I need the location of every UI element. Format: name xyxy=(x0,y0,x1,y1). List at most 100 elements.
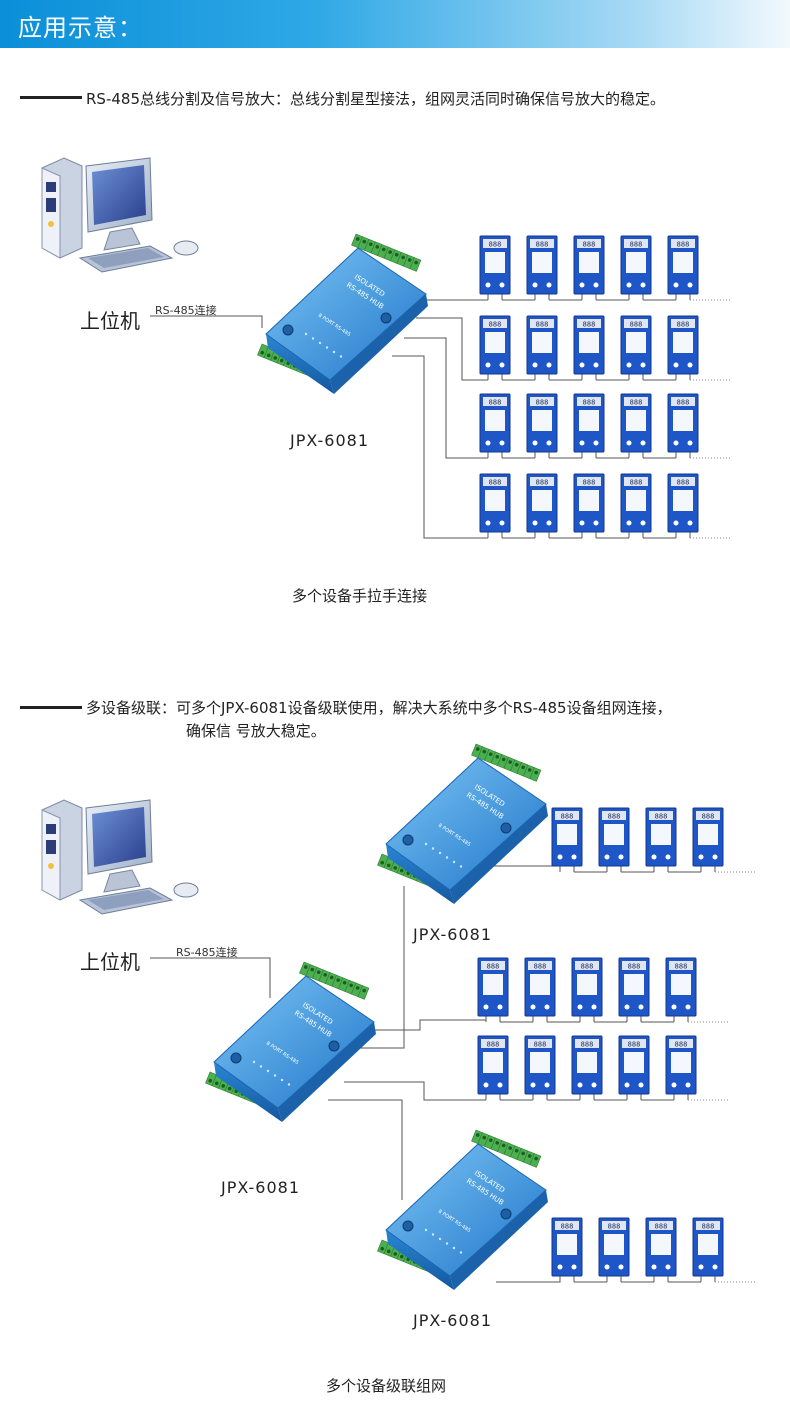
sensor-terminal xyxy=(499,520,505,526)
section2-mid-row2-sensor-2: 888 xyxy=(524,1035,556,1095)
sensor-window xyxy=(485,490,505,511)
sensor-display xyxy=(649,811,673,820)
sensor-terminal xyxy=(638,1004,644,1010)
sensor-display-value: 888 xyxy=(581,1041,594,1049)
status-led xyxy=(304,332,308,336)
section1-row3-sensor-1: 888 xyxy=(479,393,511,453)
sensor-terminal xyxy=(499,440,505,446)
sensor-display-value: 888 xyxy=(702,813,715,821)
sensor-display-value: 888 xyxy=(628,1041,641,1049)
sensor-terminal xyxy=(638,1082,644,1088)
sensor-window xyxy=(626,252,646,273)
sensor-window xyxy=(579,410,599,431)
bus-wire xyxy=(328,1099,403,1200)
sensor-terminal xyxy=(532,520,538,526)
sensor-terminal xyxy=(671,1004,677,1010)
sensor-display xyxy=(528,1039,552,1048)
sensor-display xyxy=(624,477,648,486)
sensor-display-value: 888 xyxy=(534,963,547,971)
section1-row3-sensor-5: 888 xyxy=(667,393,699,453)
bus-wire xyxy=(344,1081,486,1101)
status-led xyxy=(445,1242,449,1245)
sensor-display xyxy=(528,961,552,970)
sensor-window xyxy=(532,252,552,273)
status-led xyxy=(252,1060,256,1064)
sensor-terminal xyxy=(497,1082,503,1088)
bus-wire xyxy=(492,865,561,868)
sensor-terminal xyxy=(698,1264,704,1270)
sensor-display xyxy=(671,319,695,328)
sensor-terminal xyxy=(579,520,585,526)
sensor-window xyxy=(673,490,693,511)
sensor-terminal xyxy=(673,440,679,446)
section2-mid-row1-sensor-3: 888 xyxy=(571,957,603,1017)
section2-mid-row2-sensor-1: 888 xyxy=(477,1035,509,1095)
sensor-terminal xyxy=(624,1082,630,1088)
section2-caption: 多个设备级联组网 xyxy=(326,1377,447,1395)
status-led xyxy=(311,337,315,340)
sensor-terminal xyxy=(485,282,491,288)
bus-wire xyxy=(150,315,263,328)
sensor-display xyxy=(671,477,695,486)
sensor-terminal xyxy=(485,362,491,368)
sensor-window xyxy=(671,1052,691,1073)
sensor-display xyxy=(602,811,626,820)
sensor-window xyxy=(579,252,599,273)
sensor-terminal xyxy=(626,362,632,368)
sensor-display-value: 888 xyxy=(487,1041,500,1049)
sensor-terminal xyxy=(546,520,552,526)
sensor-terminal xyxy=(624,1004,630,1010)
sensor-terminal xyxy=(687,520,693,526)
bus-wire xyxy=(416,317,488,381)
section2-mid-row1-sensor-4: 888 xyxy=(618,957,650,1017)
status-led xyxy=(280,1078,284,1082)
sensor-display xyxy=(483,239,507,248)
sensor-display-value: 888 xyxy=(487,963,500,971)
header-title: 应用示意： xyxy=(18,14,143,42)
sensor-display xyxy=(530,239,554,248)
sensor-display-value: 888 xyxy=(608,813,621,821)
status-led xyxy=(459,1251,463,1254)
status-led xyxy=(259,1065,263,1068)
sensor-display-value: 888 xyxy=(675,1041,688,1049)
sensor-display-value: 888 xyxy=(489,399,502,407)
sensor-display xyxy=(669,1039,693,1048)
section1-row2-sensor-2: 888 xyxy=(526,315,558,375)
section1-row1-sensor-1: 888 xyxy=(479,235,511,295)
status-led xyxy=(318,341,322,345)
section1-row4-sensor-2: 888 xyxy=(526,473,558,533)
sensor-window xyxy=(624,974,644,995)
sensor-display-value: 888 xyxy=(536,479,549,487)
section1-row2-sensor-4: 888 xyxy=(620,315,652,375)
section1-row1-sensor-4: 888 xyxy=(620,235,652,295)
sensor-terminal xyxy=(571,854,577,860)
sensor-display xyxy=(624,319,648,328)
sensor-terminal xyxy=(577,1004,583,1010)
sensor-terminal xyxy=(591,1004,597,1010)
sensor-display xyxy=(624,239,648,248)
section2-heading-line2: 确保信 号放大稳定。 xyxy=(186,722,326,740)
section1-connection-label: RS-485连接 xyxy=(155,304,217,317)
sensor-terminal xyxy=(530,1082,536,1088)
sensor-display xyxy=(671,239,695,248)
section1-row4-sensor-4: 888 xyxy=(620,473,652,533)
sensor-display xyxy=(671,397,695,406)
section2-top-row-sensor-4: 888 xyxy=(692,807,724,867)
sensor-window xyxy=(626,490,646,511)
sensor-display xyxy=(577,239,601,248)
sensor-window xyxy=(532,410,552,431)
sensor-terminal xyxy=(593,362,599,368)
section2-rule xyxy=(20,706,82,709)
section1-pc-label: 上位机 xyxy=(80,309,140,333)
sensor-display-value: 888 xyxy=(581,963,594,971)
status-led xyxy=(438,851,442,855)
sensor-terminal xyxy=(593,282,599,288)
sensor-display xyxy=(577,319,601,328)
section1-rule xyxy=(20,96,82,99)
section1-caption: 多个设备手拉手连接 xyxy=(292,587,428,605)
sensor-window xyxy=(485,252,505,273)
status-led xyxy=(287,1083,291,1086)
sensor-display-value: 888 xyxy=(583,321,596,329)
sensor-terminal xyxy=(579,362,585,368)
